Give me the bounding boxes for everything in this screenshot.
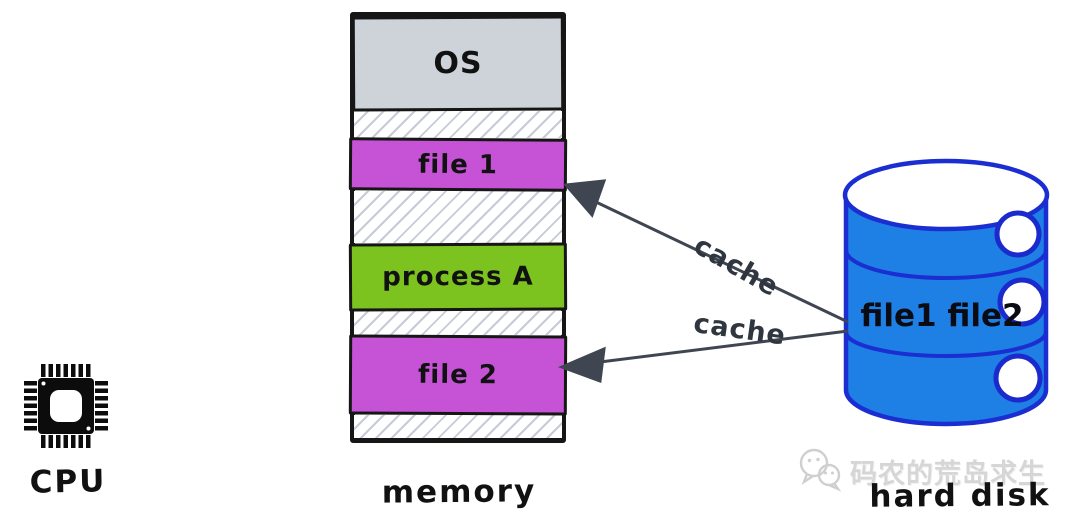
memory-block-file2-label: file 2 <box>417 359 499 391</box>
disk-divider-1 <box>844 249 1048 280</box>
cpu-chip-icon <box>24 364 108 448</box>
memory-block-os-label: OS <box>433 45 483 82</box>
cache-label-lower: cache <box>691 308 788 352</box>
disk-divider-2 <box>844 331 1048 358</box>
hard-disk-caption: hard disk <box>869 477 1051 515</box>
hard-disk-cylinder: file1 file2 <box>842 158 1050 427</box>
memory-block-file1: file 1 <box>348 137 568 192</box>
disk-content-label: file1 file2 <box>860 298 1023 334</box>
disk-hole-2 <box>997 277 1047 327</box>
cache-arrow-to-file2-head <box>557 346 606 384</box>
disk-hole-3 <box>993 353 1043 403</box>
wechat-icon <box>799 448 842 492</box>
memory-free-block-4 <box>354 415 562 438</box>
memory-free-block-3 <box>354 311 562 335</box>
watermark: 码农的荒岛求生 <box>796 446 1046 496</box>
disk-top-opening <box>842 158 1050 232</box>
memory-free-block-1 <box>354 111 562 138</box>
cache-label-upper: cache <box>688 230 785 304</box>
memory-block-process-a-label: process A <box>382 261 534 293</box>
memory-block-process-a: process A <box>348 242 568 312</box>
memory-block-file2: file 2 <box>348 334 568 416</box>
memory-block-file1-label: file 1 <box>417 149 499 180</box>
cache-arrow-to-file1-head <box>562 179 607 218</box>
memory-block-os: OS <box>351 15 565 112</box>
cpu-caption: CPU <box>29 463 107 501</box>
memory-free-block-2 <box>354 191 562 243</box>
watermark-text: 码农的荒岛求生 <box>850 458 1046 490</box>
disk-hole-1 <box>994 210 1042 258</box>
memory-caption: memory <box>381 473 537 511</box>
disk-body <box>843 193 1049 427</box>
memory-column: OS file 1 process A file 2 <box>348 12 568 443</box>
